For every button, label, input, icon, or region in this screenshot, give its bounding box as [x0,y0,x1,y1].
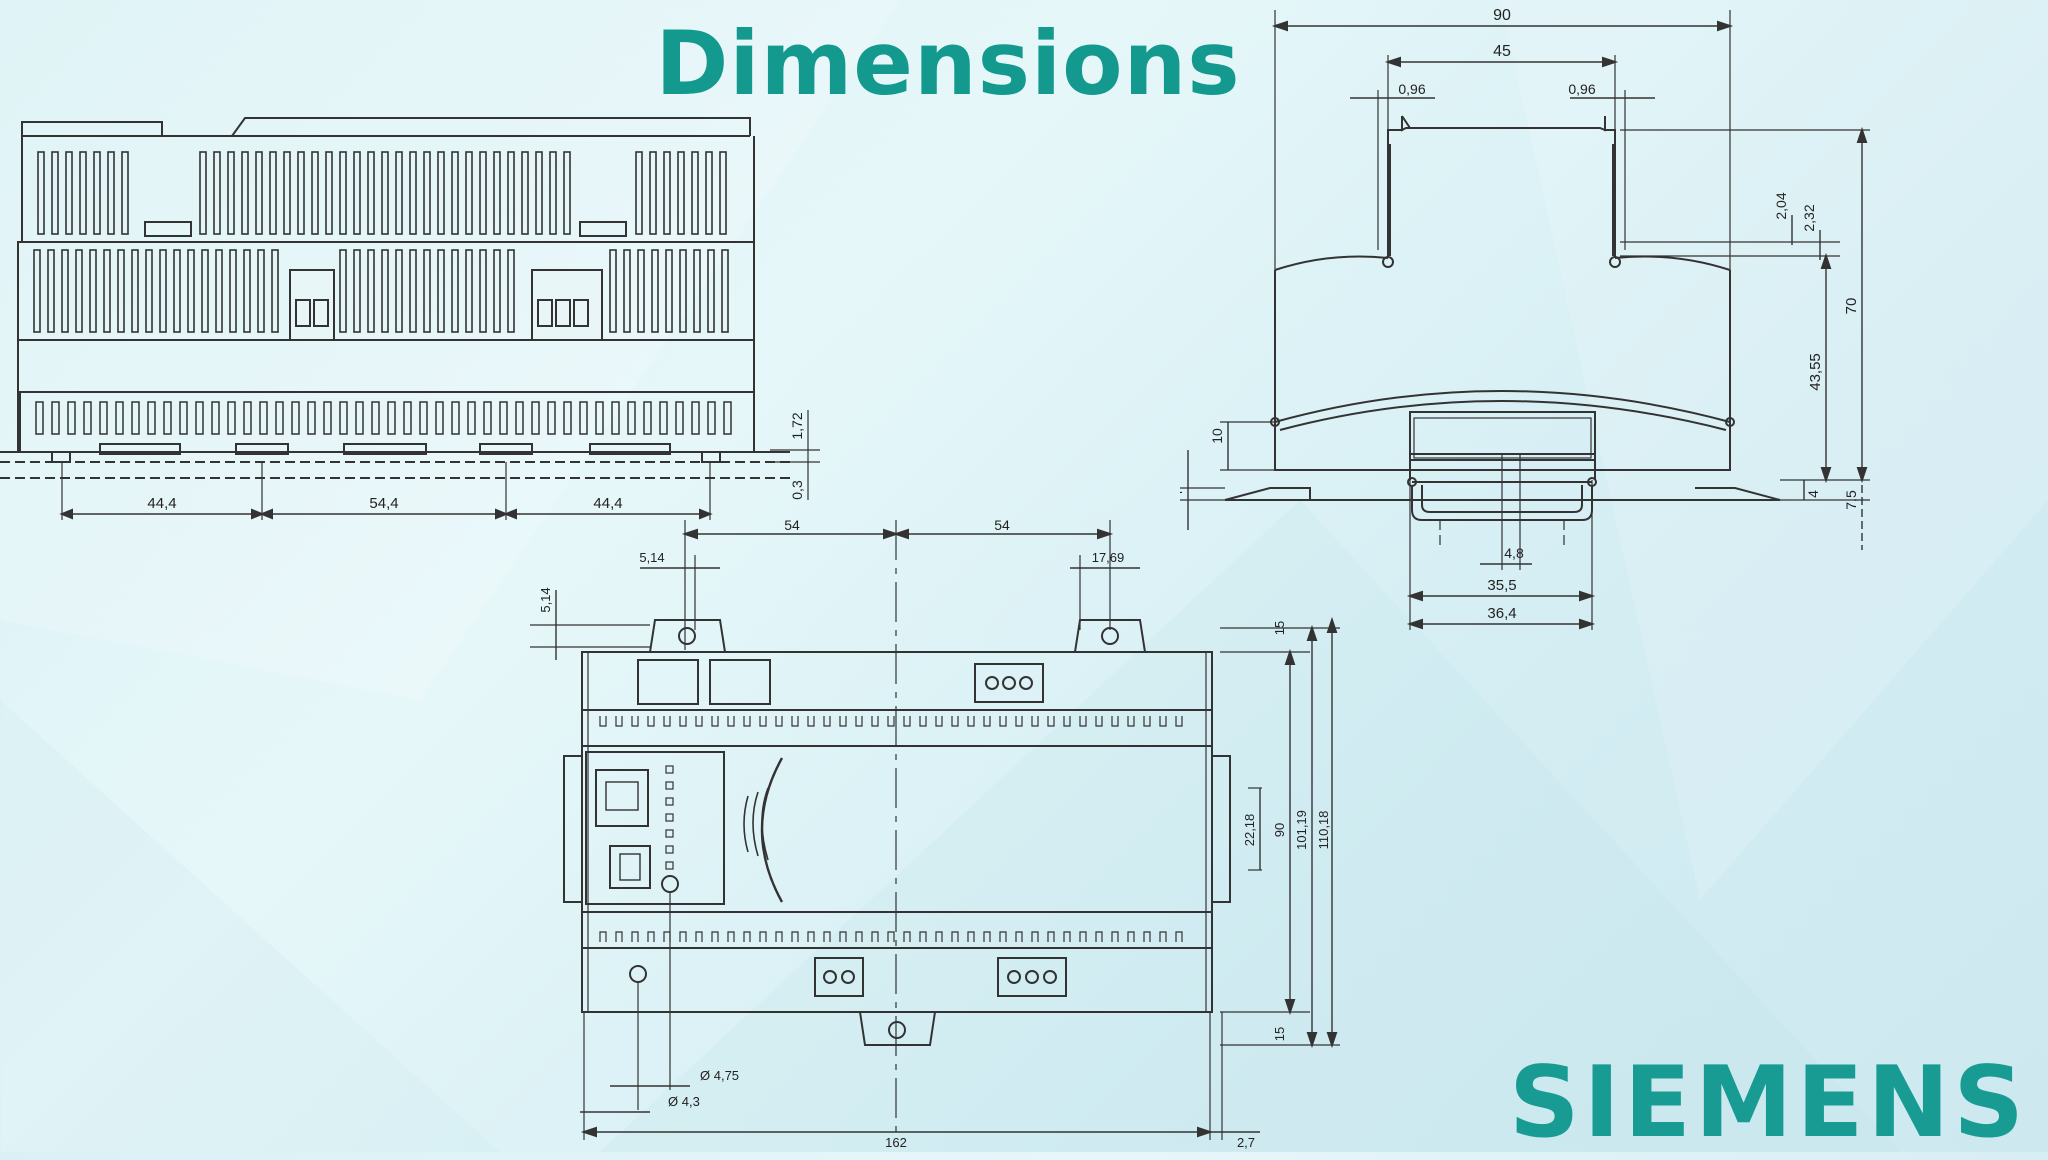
dim-label: 17,69 [1092,550,1125,565]
dim-label: Ø 4,75 [700,1068,739,1083]
dim-label: 15 [1272,1027,1287,1041]
dim-label: 54,4 [369,495,398,512]
dim-label: 101,19 [1294,810,1309,850]
side-view-dimension-labels: 44,4 54,4 44,4 1,72 0,3 [147,412,805,512]
dim-label: 5,14 [538,587,553,612]
dim-label: 4 [1180,490,1185,498]
dim-label: 10 [1209,428,1225,444]
dim-label: 4,8 [1504,545,1524,561]
dim-label: 15 [1272,621,1287,635]
page-title: Dimensions [655,12,1241,115]
dim-label: 90 [1272,823,1287,837]
dim-label: 70 [1843,298,1860,315]
dim-label: 5,14 [639,550,664,565]
end-view-drawing [1180,10,1870,630]
dim-label: 2,32 [1801,204,1817,231]
dim-label: 22,18 [1242,814,1257,847]
dim-label: 90 [1493,7,1511,24]
dim-label: 110,18 [1316,811,1331,850]
dim-label: 43,55 [1807,353,1824,391]
dim-label: 35,5 [1487,577,1516,594]
dim-label: 54 [994,520,1010,533]
dim-label: 0,3 [789,480,805,500]
dim-label: 1,72 [789,412,805,439]
dim-label: 162 [885,1135,907,1150]
dim-label: 4 [1805,490,1821,498]
siemens-logo: SIEMENS [1508,1046,2028,1160]
front-view-dimension-labels: 54 54 5,14 17,69 5,14 15 90 101,19 110,1… [538,520,1331,1150]
dim-label: 36,4 [1487,605,1516,622]
dim-label: 44,4 [147,495,176,512]
front-view-drawing [530,520,1340,1140]
dim-label: Ø 4,3 [668,1094,700,1109]
end-view-dimension-labels: 90 45 0,96 0,96 2,04 2,32 70 43,55 10 4 … [1180,7,1860,622]
dim-label: 0,96 [1398,81,1425,97]
dim-label: 54 [784,520,800,533]
side-view-drawing [0,117,820,520]
dim-label: 7,5 [1843,490,1859,510]
dim-label: 0,96 [1568,81,1595,97]
dim-label: 2,7 [1237,1135,1255,1150]
dim-label: 2,04 [1773,192,1789,219]
dim-label: 45 [1493,43,1511,60]
dim-label: 44,4 [593,495,622,512]
